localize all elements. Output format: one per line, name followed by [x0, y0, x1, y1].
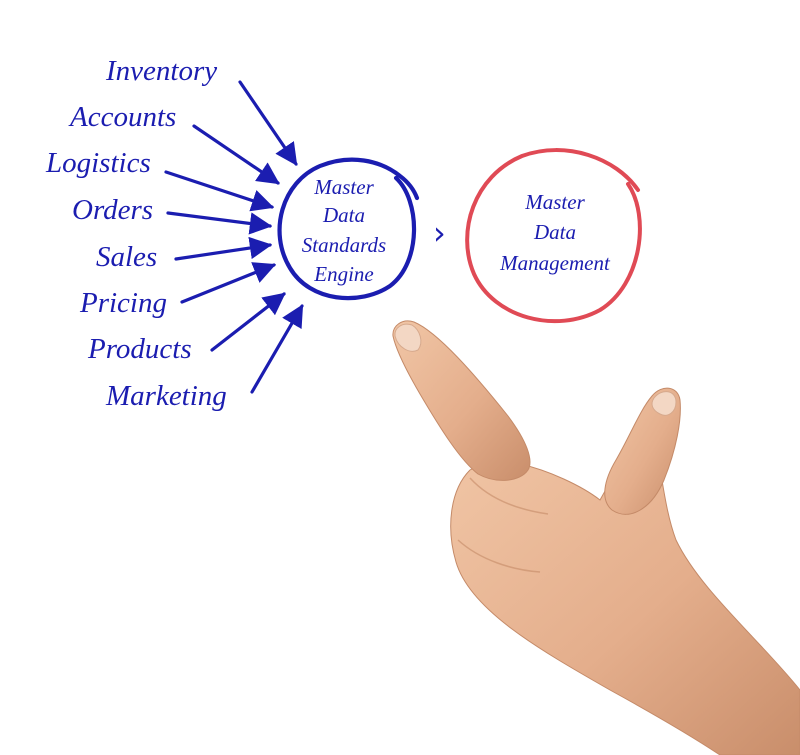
source-label-products: Products: [87, 333, 192, 365]
arrow-inventory: [238, 80, 298, 166]
target-circle: [465, 148, 642, 324]
source-arrows: [164, 80, 304, 394]
source-label-logistics: Logistics: [45, 147, 151, 179]
arrow-products: [210, 292, 286, 352]
arrow-logistics: [164, 170, 275, 212]
source-label-sales: Sales: [96, 241, 157, 273]
arrow-pricing: [180, 262, 277, 304]
target-label-line-3: Management: [499, 251, 611, 275]
target-node: Master Data Management: [465, 148, 642, 324]
source-label-orders: Orders: [72, 194, 153, 226]
arrow-accounts: [192, 124, 280, 185]
hub-label-line-1: Master: [313, 175, 374, 199]
hand-index-fingernail: [394, 323, 422, 352]
hub-label-line-2: Data: [322, 203, 365, 227]
hand-thumbnail: [651, 391, 677, 416]
hub-label-line-4: Engine: [313, 262, 373, 286]
hand-palm: [450, 439, 800, 755]
hub-node: Master Data Standards Engine: [277, 157, 420, 301]
source-label-inventory: Inventory: [105, 55, 217, 87]
arrow-sales: [174, 236, 273, 261]
arrow-orders: [166, 211, 273, 235]
arrow-marketing: [250, 304, 304, 394]
hand-index-finger: [392, 320, 531, 481]
pointing-hand-illustration: [392, 320, 800, 755]
target-label-line-1: Master: [524, 190, 585, 214]
target-label-line-2: Data: [533, 220, 576, 244]
source-label-marketing: Marketing: [105, 380, 227, 412]
source-label-pricing: Pricing: [79, 287, 167, 319]
hand-thumb: [604, 387, 681, 515]
hub-label-line-3: Standards: [302, 233, 386, 257]
source-labels: Inventory Accounts Logistics Orders Sale…: [45, 55, 227, 412]
connector-chevron: ›: [433, 214, 446, 252]
source-label-accounts: Accounts: [68, 101, 176, 133]
hub-circle: [277, 157, 420, 301]
hand-knuckle-shading: [457, 477, 549, 573]
